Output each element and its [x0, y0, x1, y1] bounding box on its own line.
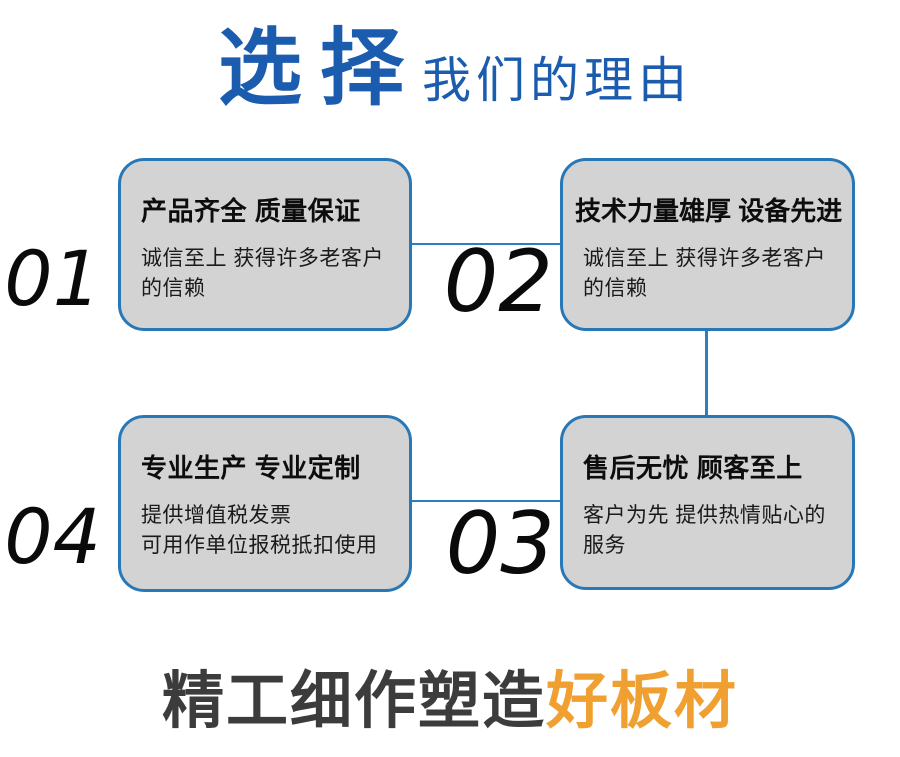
page-title-rest: 我们的理由 [422, 54, 693, 108]
footer-slogan: 精工细作塑造好板材 [0, 667, 900, 736]
feature-card-description-line: 诚信至上 获得许多老客户 [583, 247, 826, 270]
feature-card-description: 提供增值税发票 可用作单位报税抵扣使用 [141, 501, 397, 561]
feature-card-description-line: 提供增值税发票 [141, 504, 292, 527]
step-number-03: 03 [445, 494, 555, 594]
feature-card-title: 专业生产 专业定制 [141, 453, 361, 483]
page-title-accent: 选择 [217, 21, 422, 115]
footer-slogan-accent: 好板材 [546, 667, 739, 736]
step-number-01: 01 [4, 234, 101, 323]
feature-card-description-line: 的信赖 [141, 276, 206, 300]
feature-card-description-line: 诚信至上 获得许多老客户 [141, 247, 384, 270]
footer-slogan-main: 精工细作塑造 [161, 667, 546, 736]
feature-card-description-line: 可用作单位报税抵扣使用 [141, 533, 378, 557]
feature-card-01: 产品齐全 质量保证 诚信至上 获得许多老客户 的信赖 [118, 158, 412, 331]
feature-card-description: 诚信至上 获得许多老客户 的信赖 [141, 244, 397, 304]
connector-line-vertical [705, 330, 708, 416]
feature-card-description: 诚信至上 获得许多老客户 的信赖 [583, 244, 840, 304]
connector-line-bottom [411, 500, 561, 502]
feature-card-description-line: 的信赖 [583, 276, 648, 300]
feature-card-description-line: 服务 [583, 533, 626, 557]
feature-card-description: 客户为先 提供热情贴心的 服务 [583, 501, 840, 561]
feature-card-03: 售后无忧 顾客至上 客户为先 提供热情贴心的 服务 [560, 415, 855, 590]
feature-card-04: 专业生产 专业定制 提供增值税发票 可用作单位报税抵扣使用 [118, 415, 412, 592]
feature-card-title: 产品齐全 质量保证 [141, 196, 361, 226]
feature-card-02: 技术力量雄厚 设备先进 诚信至上 获得许多老客户 的信赖 [560, 158, 855, 331]
feature-card-title: 技术力量雄厚 设备先进 [575, 196, 843, 226]
feature-card-description-line: 客户为先 提供热情贴心的 [583, 504, 826, 527]
connector-line-top [411, 243, 561, 245]
feature-card-title: 售后无忧 顾客至上 [583, 453, 803, 483]
step-number-04: 04 [4, 492, 101, 581]
page-title: 选择 我们的理由 [0, 21, 900, 115]
step-number-02: 02 [443, 232, 553, 332]
